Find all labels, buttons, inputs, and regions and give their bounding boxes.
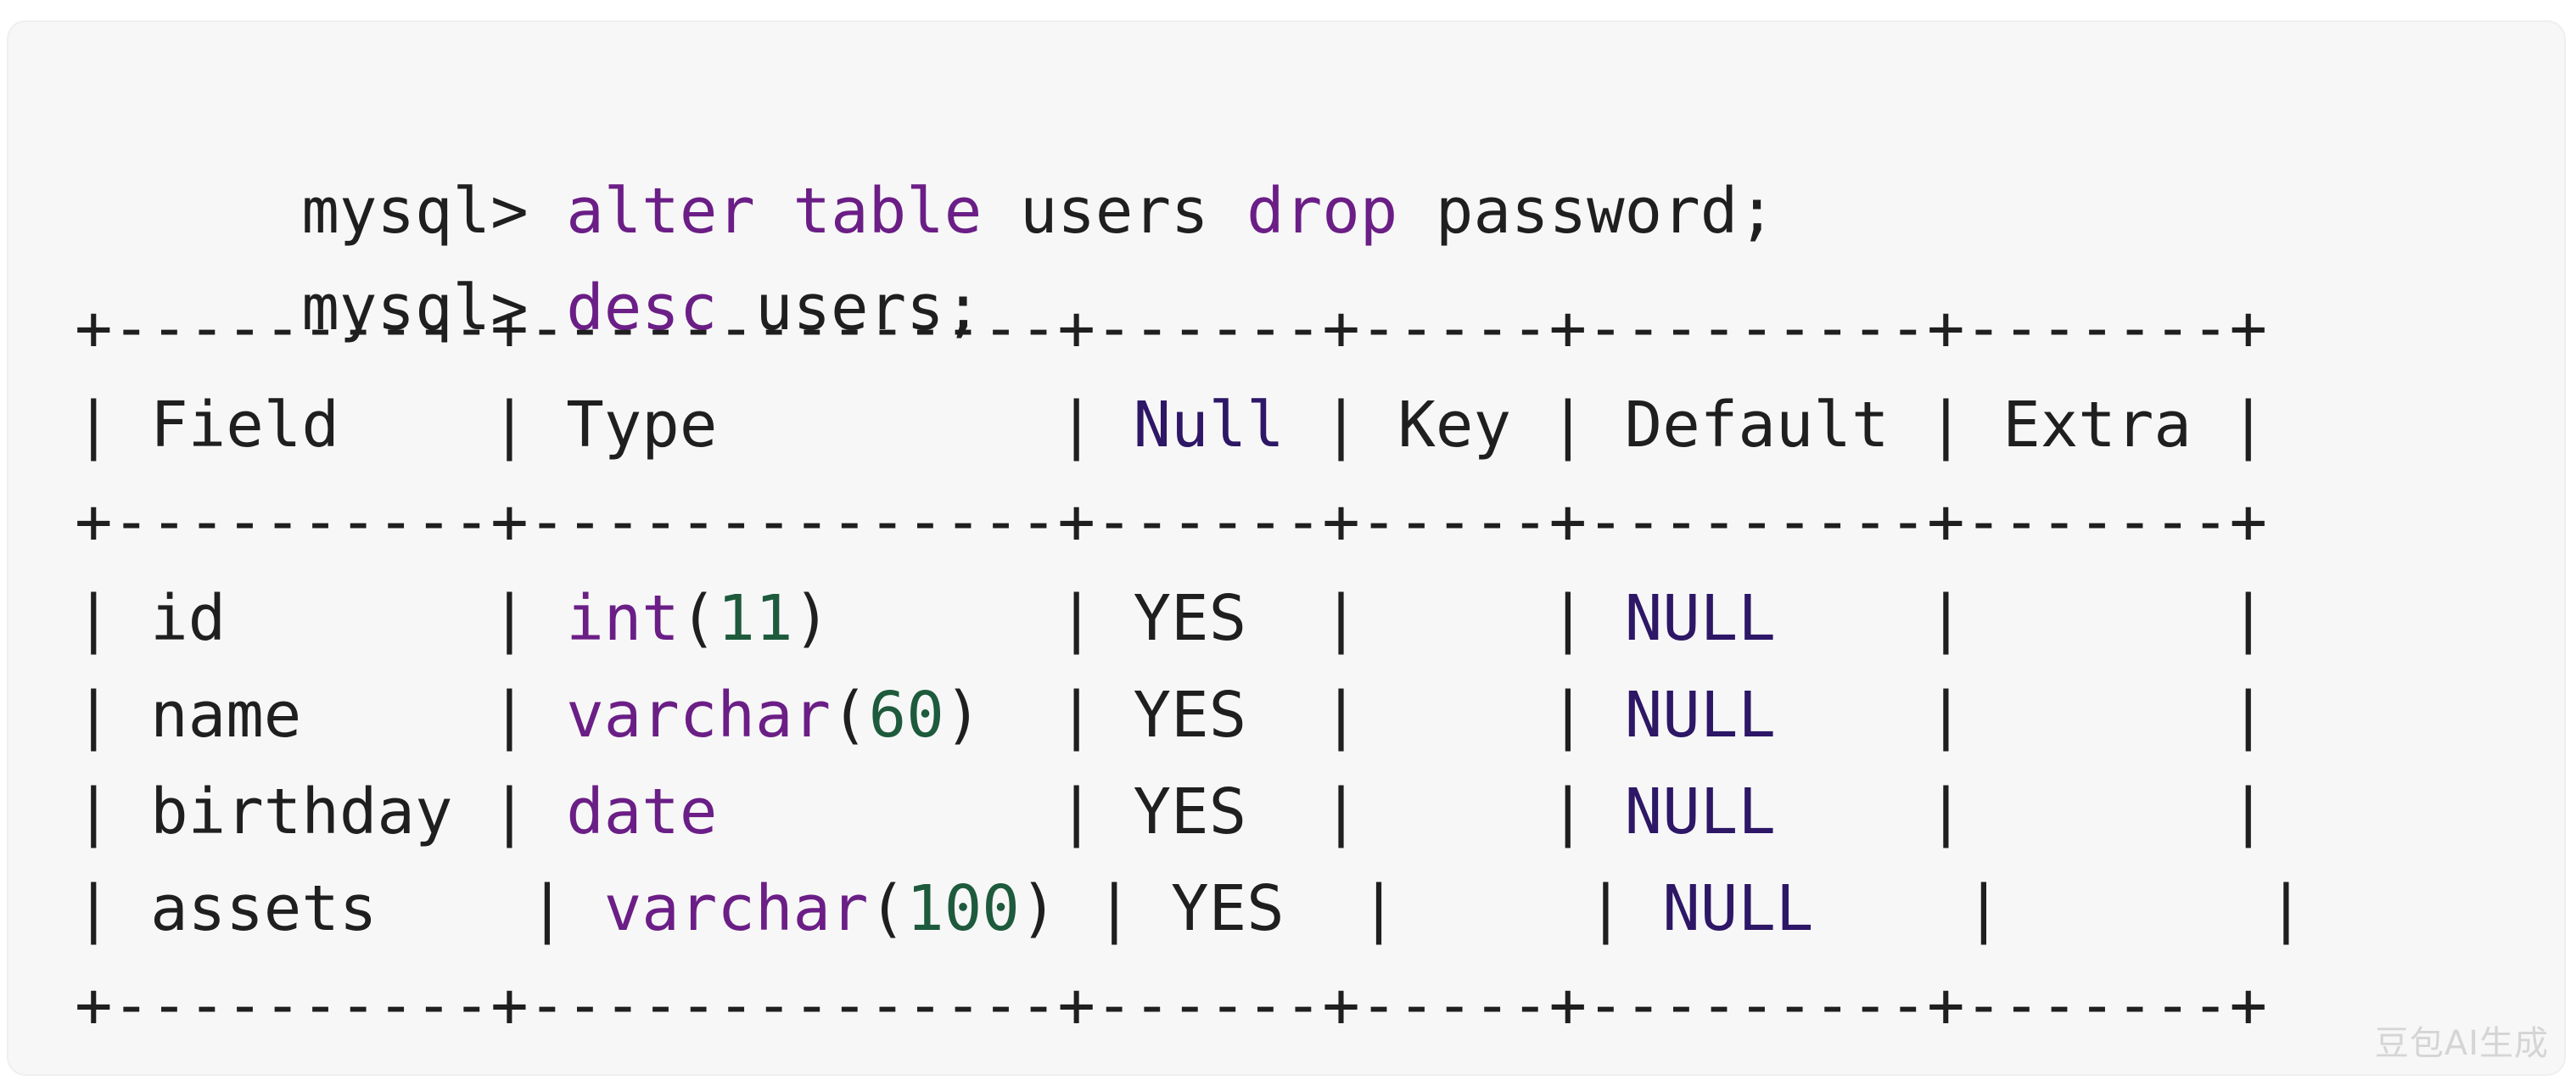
- header-null: Null: [1133, 389, 1285, 462]
- cell-field: birthday: [150, 775, 453, 848]
- cell-type-name: int: [566, 582, 680, 655]
- pipe: |: [75, 679, 151, 752]
- header-type: Type: [566, 389, 718, 462]
- cell-null: YES: [1171, 872, 1285, 945]
- cell-type-arg: 100: [906, 872, 1020, 945]
- pipe: |: [2191, 389, 2268, 462]
- table-border-top: +----------+--------------+------+-----+…: [75, 292, 2268, 365]
- keyword-alter: alter: [566, 175, 755, 248]
- cell-default: NULL: [1662, 872, 1814, 945]
- pad: |: [1284, 389, 1398, 462]
- header-default: Default: [1624, 389, 1890, 462]
- pad: |: [339, 389, 567, 462]
- cell-type-name: varchar: [566, 679, 832, 752]
- pad: | |: [1246, 775, 1625, 848]
- pad: | |: [1775, 679, 2268, 752]
- command-line-alter: mysql> alter table users drop password;: [75, 97, 1776, 248]
- table-border-mid: +----------+--------------+------+-----+…: [75, 485, 2268, 558]
- table-border-bottom: +----------+--------------+------+-----+…: [75, 969, 2268, 1042]
- paren: (: [831, 679, 869, 752]
- pipe: |: [75, 775, 151, 848]
- cell-type-arg: 60: [868, 679, 944, 752]
- pad: |: [982, 679, 1134, 752]
- table-row: | assets | varchar(100) | YES | | NULL |…: [75, 870, 2305, 947]
- pad: |: [717, 389, 1134, 462]
- pad: |: [452, 775, 567, 848]
- pad: |: [1889, 389, 2003, 462]
- cell-field: assets: [150, 872, 378, 945]
- prompt: mysql>: [301, 272, 529, 344]
- prompt: mysql>: [301, 175, 529, 248]
- paren: ): [792, 582, 832, 655]
- cell-default: NULL: [1624, 775, 1776, 848]
- cell-null: YES: [1133, 775, 1247, 848]
- cell-type-name: varchar: [603, 872, 869, 945]
- terminal-window[interactable]: mysql> alter table users drop password; …: [8, 22, 2564, 1074]
- cell-null: YES: [1133, 679, 1247, 752]
- pad: | |: [1246, 582, 1625, 655]
- cell-null: YES: [1133, 582, 1247, 655]
- keyword-drop: drop: [1246, 175, 1398, 248]
- pipe: |: [75, 389, 151, 462]
- table-row: | id | int(11) | YES | | NULL | |: [75, 580, 2267, 657]
- header-field: Field: [150, 389, 339, 462]
- cell-field: name: [150, 679, 302, 752]
- keyword-desc: desc: [566, 272, 718, 344]
- table-name-text: users;: [717, 272, 983, 344]
- pad: |: [1511, 389, 1625, 462]
- column-name-text: password;: [1397, 175, 1776, 248]
- table-row: | name | varchar(60) | YES | | NULL | |: [75, 677, 2267, 753]
- pad: | |: [1775, 582, 2268, 655]
- paren: (: [868, 872, 907, 945]
- table-row: | birthday | date | YES | | NULL | |: [75, 774, 2267, 850]
- table-name-text: users: [982, 175, 1247, 248]
- pad: |: [226, 582, 567, 655]
- pad: |: [717, 775, 1134, 848]
- pad: |: [301, 679, 567, 752]
- cell-type-name: date: [566, 775, 718, 848]
- pad: | |: [1813, 872, 2305, 945]
- pad: | |: [1284, 872, 1663, 945]
- pad: |: [831, 582, 1134, 655]
- pad: |: [1057, 872, 1172, 945]
- command-line-desc: mysql> desc users;: [75, 193, 982, 344]
- paren: ): [944, 679, 983, 752]
- pipe: |: [75, 582, 151, 655]
- paren: (: [679, 582, 718, 655]
- cell-default: NULL: [1624, 679, 1776, 752]
- header-extra: Extra: [2002, 389, 2192, 462]
- header-key: Key: [1397, 389, 1512, 462]
- paren: ): [1019, 872, 1058, 945]
- table-header-row: | Field | Type | Null | Key | Default | …: [75, 387, 2267, 463]
- cell-default: NULL: [1624, 582, 1776, 655]
- pad: | |: [1775, 775, 2268, 848]
- pad: |: [377, 872, 604, 945]
- pad: | |: [1246, 679, 1625, 752]
- cell-type-arg: 11: [717, 582, 793, 655]
- pipe: |: [75, 872, 151, 945]
- watermark: 豆包AI生成: [2374, 1024, 2549, 1063]
- keyword-table: table: [792, 175, 983, 248]
- cell-field: id: [150, 582, 227, 655]
